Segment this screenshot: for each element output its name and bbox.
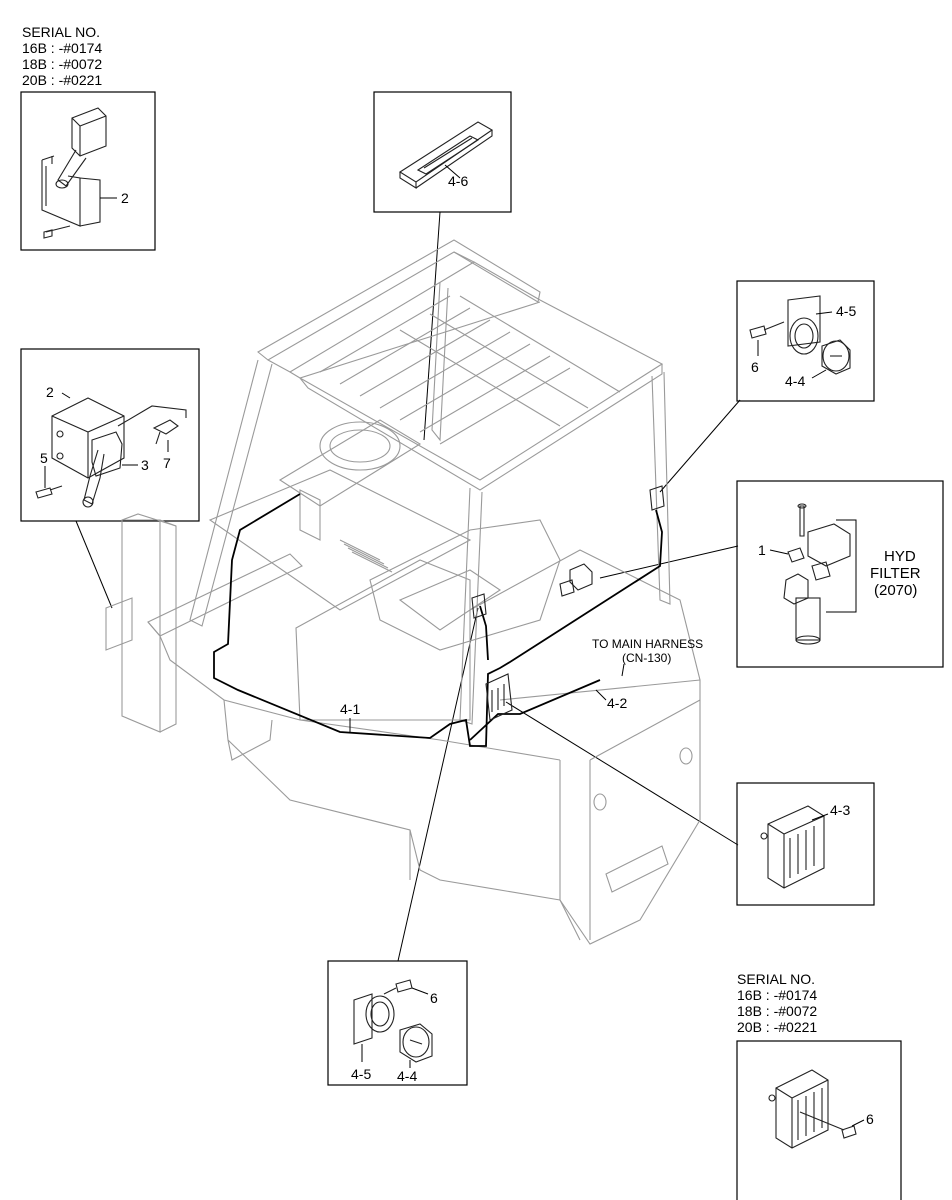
leader-bottom-center [397, 607, 479, 962]
connector-block-part-bottom [768, 1069, 857, 1149]
serial-line-top-2: 18B : -#0072 [22, 56, 102, 72]
detail-box-bottom-right: 6 [736, 1040, 902, 1200]
main-harness [213, 485, 665, 747]
callout-2-top-left: 2 [121, 190, 129, 206]
lamp-socket-part-bottom [353, 979, 433, 1063]
detail-box-top-left: 2 [20, 91, 156, 251]
serial-line-top-1: 16B : -#0174 [22, 40, 102, 56]
serial-line-bottom-2: 18B : -#0072 [737, 1003, 817, 1019]
callout-4-6: 4-6 [448, 173, 468, 189]
leader-4-3 [505, 701, 739, 846]
callout-5: 5 [40, 450, 48, 466]
callout-7: 7 [163, 455, 171, 471]
to-main-harness-line-1: TO MAIN HARNESS [592, 637, 703, 651]
detail-box-bottom-center: 6 4-5 4-4 [327, 960, 468, 1086]
serial-line-bottom-1: 16B : -#0174 [737, 987, 817, 1003]
callout-4-1: 4-1 [340, 701, 360, 717]
connector-block-part [760, 805, 825, 889]
switch-bracket-part [41, 107, 107, 239]
lamp-part [398, 121, 494, 189]
leader-right-top [659, 399, 741, 493]
callout-6-right: 6 [751, 359, 759, 375]
hyd-filter-line-1: HYD [884, 548, 916, 565]
detail-box-hyd-filter: 1 HYD FILTER (2070) [736, 480, 944, 668]
hyd-filter-line-3: (2070) [874, 582, 917, 599]
detail-box-right-top: 4-5 6 4-4 [736, 280, 875, 402]
callout-3: 3 [141, 457, 149, 473]
callout-4-4-bottom: 4-4 [397, 1068, 417, 1084]
serial-line-top-3: 20B : -#0221 [22, 72, 102, 88]
callout-4-2: 4-2 [607, 695, 627, 711]
switch-assembly [35, 397, 187, 508]
lamp-socket-part [749, 295, 851, 375]
leader-switch-box [75, 520, 113, 609]
callout-6-bottom-right: 6 [866, 1111, 874, 1127]
detail-box-switch: 2 3 5 7 [20, 348, 200, 522]
serial-line-bottom-3: 20B : -#0221 [737, 1019, 817, 1035]
callout-4-5-bottom: 4-5 [351, 1066, 371, 1082]
callout-4-3: 4-3 [830, 802, 850, 818]
callout-4-4-right: 4-4 [785, 373, 805, 389]
callout-6-bottom: 6 [430, 990, 438, 1006]
callout-2-switch: 2 [46, 384, 54, 400]
detail-box-top-center: 4-6 [373, 91, 512, 213]
leader-4-2 [595, 689, 607, 701]
serial-title-bottom: SERIAL NO. [737, 971, 815, 987]
serial-note-top: SERIAL NO. 16B : -#0174 18B : -#0072 20B… [22, 24, 102, 88]
hyd-filter-line-2: FILTER [870, 565, 921, 582]
serial-note-bottom: SERIAL NO. 16B : -#0174 18B : -#0072 20B… [737, 971, 817, 1035]
leader-to-main-harness [621, 663, 625, 677]
callout-4-5-right: 4-5 [836, 303, 856, 319]
forklift-body [105, 239, 701, 945]
detail-box-right-mid: 4-3 [736, 782, 875, 906]
filter-part [783, 503, 851, 645]
serial-title-top: SERIAL NO. [22, 24, 100, 40]
callout-1: 1 [758, 542, 766, 558]
to-main-harness-line-2: (CN-130) [622, 651, 671, 665]
